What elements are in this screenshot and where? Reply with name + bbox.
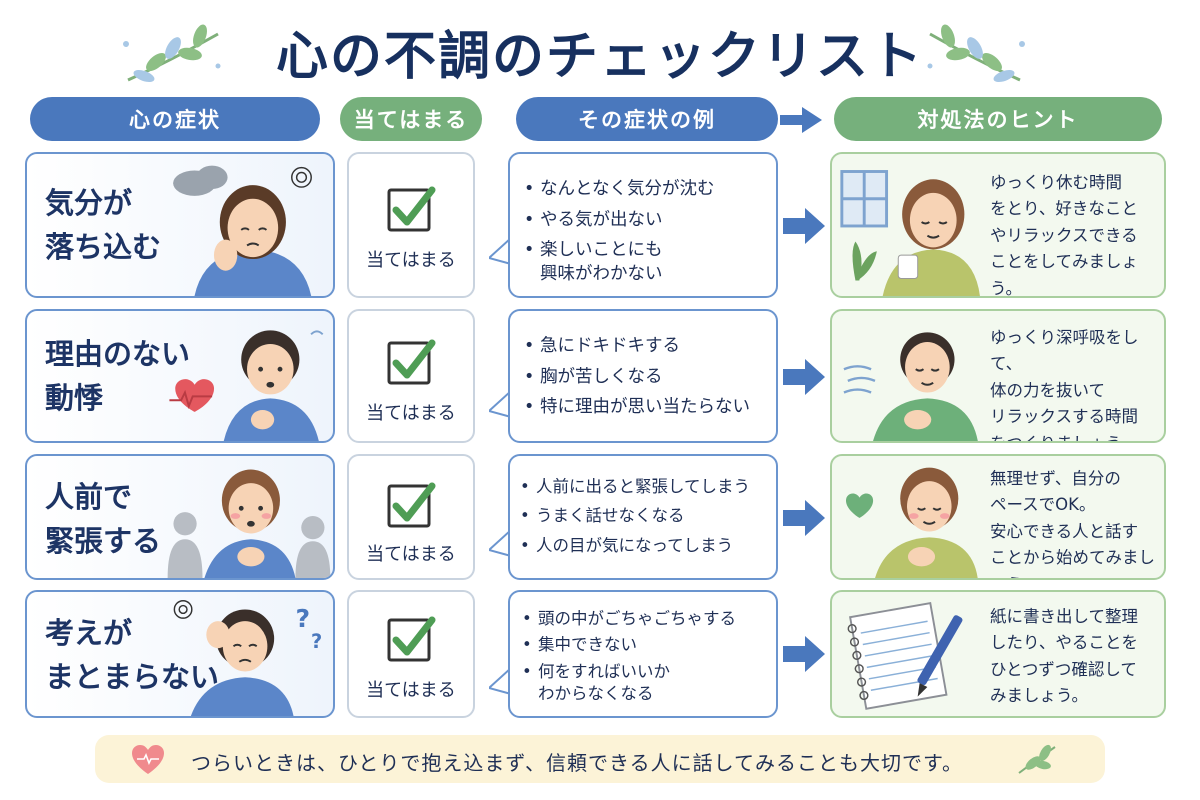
page-title: 心の不調のチェックリスト xyxy=(275,27,924,87)
example-item: 人前に出ると緊張してしまう xyxy=(520,476,770,499)
svg-text:?: ? xyxy=(311,630,322,653)
header-examples: その症状の例 xyxy=(516,97,778,141)
header-symptom: 心の症状 xyxy=(30,97,320,141)
examples-card: 急にドキドキする 胸が苦しくなる 特に理由が思い当たらない xyxy=(508,309,778,443)
notebook-pen-illustration xyxy=(847,601,963,710)
example-item: 特に理由が思い当たらない xyxy=(524,396,770,420)
tip-card: 紙に書き出して整理 したり、やることを ひとつずつ確認して みましょう。 xyxy=(830,590,1166,718)
tip-text: ゆっくり深呼吸をして、 体の力を抜いて リラックスする時間 をつくりましょう。 xyxy=(990,328,1139,441)
footer-message: つらいときは、ひとりで抱え込まず、信頼できる人に話してみることも大切です。 xyxy=(191,751,963,775)
symptom-card: 気分が 落ち込む xyxy=(25,152,335,298)
checklist-row: 理由のない 動悸 当てはまる 急にドキドキする 胸が苦しくなる 特に理由が思い当… xyxy=(0,309,1200,445)
symptom-label: 理由のない 動悸 xyxy=(45,337,191,415)
sad-person-illustration xyxy=(173,165,312,296)
header-tips: 対処法のヒント xyxy=(834,97,1162,141)
example-item: 急にドキドキする xyxy=(524,335,770,359)
example-item: うまく話せなくなる xyxy=(520,505,770,528)
leaf-icon xyxy=(1018,744,1056,774)
example-item: 頭の中がごちゃごちゃする xyxy=(522,608,770,631)
nervous-person-illustration xyxy=(167,469,331,578)
examples-card: なんとなく気分が沈む やる気が出ない 楽しいことにも 興味がわかない xyxy=(508,152,778,298)
resting-person-illustration xyxy=(840,170,980,296)
arrow-right-icon xyxy=(780,107,822,133)
symptom-label: 気分が 落ち込む xyxy=(45,186,162,264)
calm-person-illustration xyxy=(846,467,978,578)
example-item: 何をすればいいか わからなくなる xyxy=(522,661,770,706)
applies-label: 当てはまる xyxy=(366,250,456,271)
arrow-right-icon xyxy=(783,359,825,395)
leaf-sprig-icon xyxy=(123,24,221,83)
example-item: 胸が苦しくなる xyxy=(524,366,770,390)
checkmark-icon[interactable] xyxy=(386,337,436,387)
applies-card[interactable]: 当てはまる xyxy=(347,309,475,443)
checkmark-icon[interactable] xyxy=(386,614,436,664)
example-item: 楽しいことにも 興味がわかない xyxy=(524,239,770,286)
tip-text: ゆっくり休む時間 をとり、好きなこと やリラックスできる ことをしてみましょう。 xyxy=(990,173,1139,298)
arrow-right-icon xyxy=(783,500,825,536)
example-item: 集中できない xyxy=(522,634,770,657)
checkmark-icon[interactable] xyxy=(386,184,436,234)
applies-label: 当てはまる xyxy=(366,403,456,424)
checklist-row: 気分が 落ち込む 当てはまる なんとなく気分が沈む やる気が出ない 楽しいことに… xyxy=(0,152,1200,300)
checkmark-icon[interactable] xyxy=(386,480,436,530)
tip-card: 無理せず、自分の ペースでOK。 安心できる人と話す ことから始めてみましょう。 xyxy=(830,454,1166,580)
leaf-sprig-icon xyxy=(927,24,1025,83)
anxious-person-illustration xyxy=(169,330,324,441)
applies-label: 当てはまる xyxy=(366,544,456,565)
header-applies: 当てはまる xyxy=(340,97,482,141)
tip-card: ゆっくり深呼吸をして、 体の力を抜いて リラックスする時間 をつくりましょう。 xyxy=(830,309,1166,443)
example-item: やる気が出ない xyxy=(524,209,770,233)
checklist-row: 考えが まとまらない ? ? 当てはまる 頭の中がごちゃごちゃする 集中できない… xyxy=(0,590,1200,720)
symptom-card: 考えが まとまらない ? ? xyxy=(25,590,335,718)
arrow-right-icon xyxy=(783,208,825,244)
checklist-row: 人前で 緊張する 当てはまる 人前に出ると緊張してしまう うまく話せなくなる 人… xyxy=(0,454,1200,582)
symptom-label: 人前で 緊張する xyxy=(45,480,162,558)
arrow-right-icon xyxy=(783,636,825,672)
heart-icon xyxy=(132,745,164,774)
tip-text: 無理せず、自分の ペースでOK。 安心できる人と話す ことから始めてみましょう。 xyxy=(990,469,1155,578)
breathing-person-illustration xyxy=(843,332,978,441)
svg-text:?: ? xyxy=(295,604,310,633)
example-item: なんとなく気分が沈む xyxy=(524,178,770,202)
footer-banner: つらいときは、ひとりで抱え込まず、信頼できる人に話してみることも大切です。 xyxy=(95,735,1105,783)
applies-card[interactable]: 当てはまる xyxy=(347,454,475,580)
confused-person-illustration: ? ? xyxy=(173,599,322,716)
applies-card[interactable]: 当てはまる xyxy=(347,590,475,718)
applies-card[interactable]: 当てはまる xyxy=(347,152,475,298)
symptom-card: 人前で 緊張する xyxy=(25,454,335,580)
tip-text: 紙に書き出して整理 したり、やることを ひとつずつ確認して みましょう。 xyxy=(990,607,1139,706)
example-item: 人の目が気になってしまう xyxy=(520,535,770,558)
examples-card: 頭の中がごちゃごちゃする 集中できない 何をすればいいか わからなくなる xyxy=(508,590,778,718)
tip-card: ゆっくり休む時間 をとり、好きなこと やリラックスできる ことをしてみましょう。 xyxy=(830,152,1166,298)
symptom-label: 考えが まとまらない xyxy=(45,616,220,694)
applies-label: 当てはまる xyxy=(366,680,456,701)
symptom-card: 理由のない 動悸 xyxy=(25,309,335,443)
examples-card: 人前に出ると緊張してしまう うまく話せなくなる 人の目が気になってしまう xyxy=(508,454,778,580)
